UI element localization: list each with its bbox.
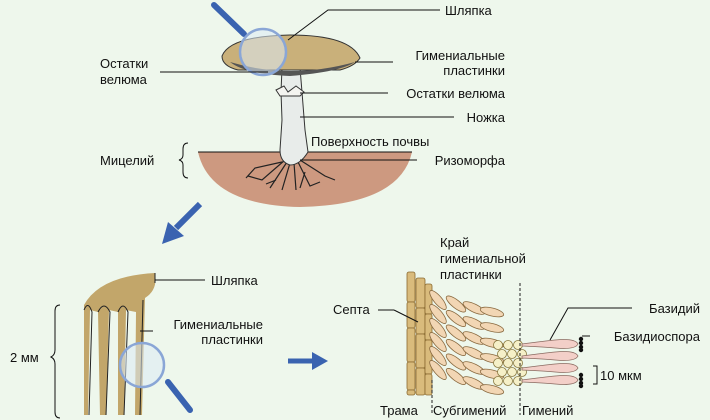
subhymenium-cell: [493, 376, 503, 386]
trama-cell: [406, 301, 416, 329]
label-gill-edge-3: пластинки: [440, 267, 502, 282]
trama-cell: [424, 339, 433, 375]
hypha-cell: [429, 290, 447, 310]
label-basidium: Базидий: [649, 301, 700, 316]
arrow-down-left-icon: [162, 201, 203, 244]
trama-cell: [424, 373, 433, 396]
trama-cell: [406, 327, 416, 363]
basidium-cell: [521, 339, 579, 349]
hypha-cell: [479, 322, 505, 333]
subhymenium-cell: [507, 367, 517, 377]
panel-gill-section: Шляпка Гимениальные пластинки 2 мм: [10, 273, 263, 419]
hypha-cell: [445, 368, 467, 385]
label-veil-right: Остатки велюма: [406, 86, 506, 101]
hypha-cell: [445, 353, 467, 371]
hypha-cell: [429, 346, 447, 366]
trama-cell: [406, 361, 416, 391]
label-rhizomorph: Ризоморфа: [435, 153, 506, 168]
basidium-cell: [521, 363, 579, 373]
subhymenium-cell: [513, 376, 523, 386]
veil-ring: [275, 85, 305, 97]
subhymenium-cell: [493, 340, 503, 350]
basidiospore: [578, 340, 584, 346]
subhymenium-round-cells: [493, 340, 527, 386]
subhymenium-cell: [497, 367, 507, 377]
subhymenium-cell: [503, 340, 513, 350]
label-basidiospore: Базидиоспора: [614, 329, 701, 344]
subhymenium-cell: [513, 358, 523, 368]
basidiospores: [578, 336, 584, 389]
subhymenium-cell: [493, 358, 503, 368]
trama-cell: [415, 277, 426, 309]
basidiospore: [578, 347, 584, 353]
panel-microscopic: Край гимениальной пластинки Септа Базиди…: [333, 235, 701, 418]
label-veil-left-1: Остатки: [100, 56, 148, 71]
label-stem: Ножка: [467, 110, 506, 125]
label-gills-2-1: Гимениальные: [173, 317, 263, 332]
label-gills-2: пластинки: [443, 63, 505, 78]
subhymenium-cell: [513, 340, 523, 350]
label-veil-left-2: велюма: [100, 72, 148, 87]
rhizomorph-roots: [245, 159, 336, 191]
subhymenium-cell: [507, 349, 517, 359]
subhymenium-cell: [503, 376, 513, 386]
leader-basidium: [549, 307, 632, 341]
trama-cell: [415, 367, 426, 396]
trama-cell: [415, 307, 426, 335]
hypha-cell: [445, 295, 467, 313]
subhymenium-cell: [497, 349, 507, 359]
hypha-cell: [429, 318, 447, 338]
mycelium-brace: [178, 142, 189, 179]
hypha-cell: [445, 310, 467, 327]
hypha-cell: [429, 360, 447, 380]
label-cap-2: Шляпка: [211, 273, 259, 288]
trama-cell: [406, 271, 416, 303]
label-mycelium: Мицелий: [100, 153, 154, 168]
hypha-cell: [445, 339, 467, 356]
scale-bar-10um: [593, 365, 598, 385]
hypha-cell: [429, 332, 447, 352]
label-gill-edge-2: гимениальной: [440, 251, 526, 266]
basidiospore: [578, 383, 584, 389]
label-subhymenium: Субгимений: [433, 403, 506, 418]
label-scale-10um: 10 мкм: [600, 368, 642, 383]
label-soil-surface: Поверхность почвы: [311, 134, 429, 149]
basidiospore: [578, 372, 584, 378]
label-scale-2mm: 2 мм: [10, 350, 39, 365]
leader-cap: [287, 9, 440, 41]
arrow-right-icon: [288, 352, 328, 370]
label-cap: Шляпка: [445, 3, 493, 18]
trama-cell: [406, 389, 416, 396]
soil: [198, 152, 412, 207]
basidiospore: [578, 376, 584, 382]
basidium-cell: [521, 351, 579, 361]
subhymenium-cell: [503, 358, 513, 368]
hypha-cell: [479, 306, 505, 318]
label-septum: Септа: [333, 302, 370, 317]
hypha-cell: [479, 384, 505, 395]
hypha-cell: [445, 324, 467, 342]
trama-cell: [415, 333, 426, 369]
label-hymenium: Гимений: [522, 403, 573, 418]
panel-whole-mushroom: Шляпка Гимениальные пластинки Остатки ве…: [100, 2, 506, 207]
trama-cells: [406, 271, 433, 396]
basidium-cell: [521, 375, 579, 385]
label-gills-2-2: пластинки: [201, 332, 263, 347]
label-gills-1: Гимениальные: [415, 48, 505, 63]
basidiospore: [578, 336, 584, 342]
subhymenium-hyphae: [429, 290, 505, 395]
magnifier-icon-2: [118, 341, 193, 413]
label-gill-edge-1: Край: [440, 235, 469, 250]
basidia: [521, 339, 579, 385]
scale-brace-2mm: [49, 304, 61, 419]
hypha-cell: [429, 304, 447, 324]
leader-septum-2: [393, 309, 419, 323]
magnifier-icon: [211, 2, 288, 77]
label-trama: Трама: [380, 403, 419, 418]
